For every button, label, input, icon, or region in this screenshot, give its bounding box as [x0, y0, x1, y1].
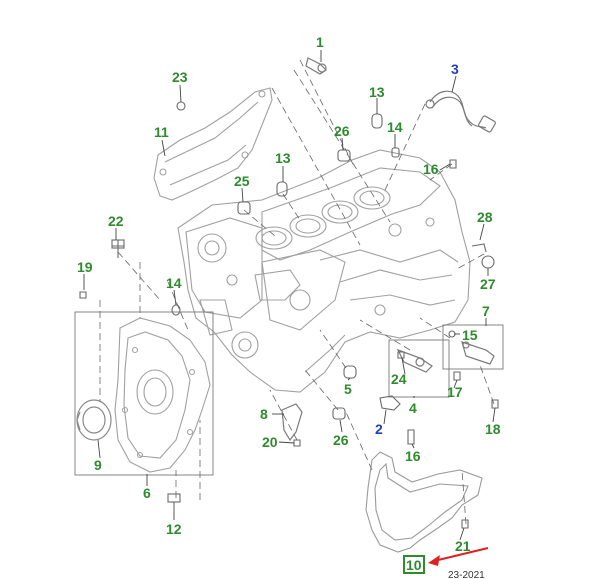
callout-25: 25 — [234, 173, 250, 189]
callout-13-top: 13 — [369, 84, 385, 100]
sensor-7-group-box — [442, 324, 504, 370]
callout-9: 9 — [94, 457, 102, 473]
sensor-1 — [305, 57, 327, 75]
callout-19: 19 — [77, 259, 93, 275]
oil-pan-gasket — [365, 451, 483, 553]
leader-lines — [83, 50, 496, 541]
engine-block — [177, 149, 471, 393]
callout-27: 27 — [480, 276, 496, 292]
callout-3: 3 — [451, 61, 459, 77]
callout-4: 4 — [409, 400, 417, 416]
callout-18: 18 — [485, 421, 501, 437]
bracket-8 — [281, 403, 303, 442]
callout-10: 10 — [406, 557, 422, 573]
reference-code: 23-2021 — [448, 570, 485, 579]
callout-21: 21 — [455, 538, 471, 554]
callout-28: 28 — [477, 209, 493, 225]
callout-13-mid: 13 — [275, 150, 291, 166]
callout-26-top: 26 — [334, 123, 350, 139]
callout-8: 8 — [260, 406, 268, 422]
sensor-4-group-box — [388, 339, 450, 398]
callout-16-bottom: 16 — [405, 448, 421, 464]
callout-20: 20 — [262, 434, 278, 450]
callout-7: 7 — [482, 303, 490, 319]
callout-labels: 1 23 3 13 11 26 14 16 13 25 28 22 19 27 … — [77, 34, 501, 554]
cover-group-box — [74, 311, 214, 476]
callout-24: 24 — [391, 371, 407, 387]
callout-2: 2 — [375, 421, 383, 437]
assembly-lines — [99, 59, 495, 525]
sensor-3-harness — [425, 90, 496, 133]
callout-22: 22 — [108, 213, 124, 229]
front-oil-seal — [76, 399, 112, 441]
callout-1: 1 — [316, 34, 324, 50]
callout-23: 23 — [172, 69, 188, 85]
callout-10-box — [403, 555, 425, 574]
callout-6: 6 — [143, 485, 151, 501]
callout-14-left: 14 — [166, 275, 182, 291]
highlighted-callout-10: 10 — [403, 555, 425, 574]
timing-cover — [114, 317, 211, 473]
callout-15: 15 — [462, 327, 478, 343]
sensor-7 — [461, 341, 495, 365]
callout-16-top: 16 — [423, 161, 439, 177]
sensor-4 — [396, 348, 433, 373]
callout-5: 5 — [344, 381, 352, 397]
callout-26-bottom: 26 — [333, 432, 349, 448]
callout-17: 17 — [447, 384, 463, 400]
callout-14-top: 14 — [387, 119, 403, 135]
red-pointer-arrow — [428, 547, 489, 566]
callout-12: 12 — [166, 521, 182, 537]
callout-11: 11 — [154, 124, 169, 140]
heat-shield — [153, 87, 273, 201]
